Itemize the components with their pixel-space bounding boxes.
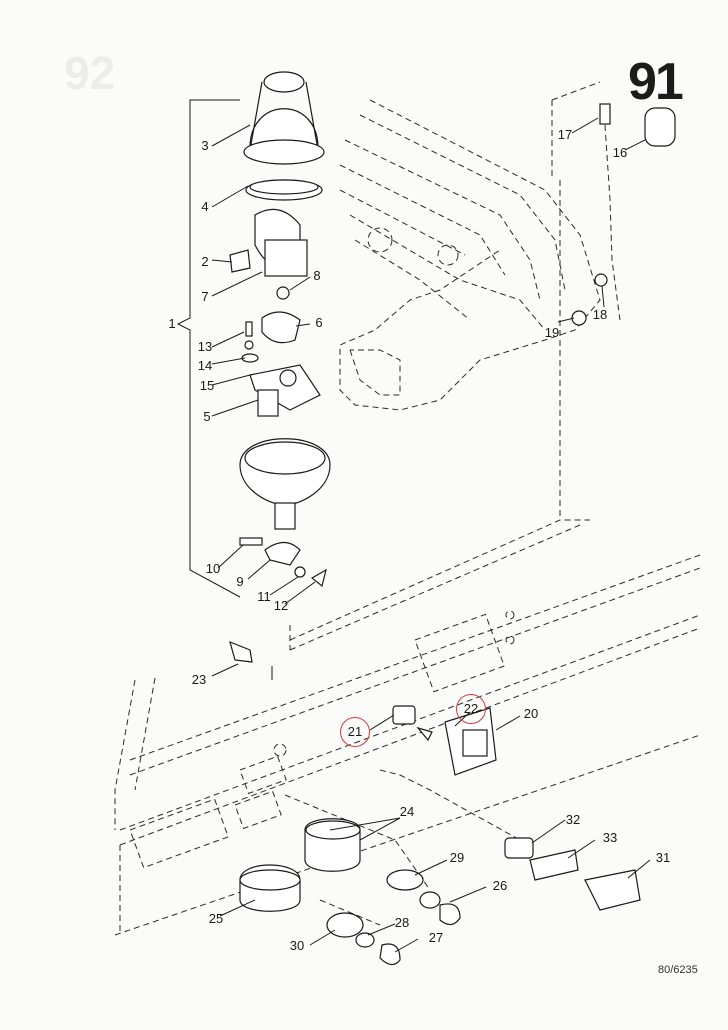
callout-label-circled: 21 (340, 717, 370, 747)
vehicle-body-outline (289, 81, 601, 651)
callout-label: 17 (557, 127, 573, 142)
callout-label: 18 (592, 307, 608, 322)
ghost-page-number: 92 (64, 47, 116, 99)
callout-label: 9 (236, 574, 244, 589)
lamp-dome-rim (243, 139, 325, 165)
callout-label: 24 (399, 804, 415, 819)
callout-label-circled: 22 (456, 694, 486, 724)
dashboard-components (229, 640, 641, 966)
callout-label: 29 (449, 850, 465, 865)
callout-label: 1 (168, 316, 176, 331)
callout-label: 15 (199, 378, 215, 393)
callout-label: 16 (612, 145, 628, 160)
motor-bracket (249, 364, 321, 411)
bulb-holder (229, 249, 251, 273)
gasket (261, 311, 301, 344)
wing-nut (310, 568, 327, 588)
callout-label: 6 (315, 315, 323, 330)
dashboard-panel-outline (114, 554, 701, 936)
callout-label: 26 (492, 878, 508, 893)
beacon-lamp-assembly (229, 71, 331, 588)
callout-label: 30 (289, 938, 305, 953)
callout-label: 20 (523, 706, 539, 721)
callout-label: 7 (201, 289, 209, 304)
callout-label: 2 (201, 254, 209, 269)
drawing-code: 80/6235 (658, 964, 698, 976)
callout-label: 14 (197, 358, 213, 373)
callout-label: 23 (191, 672, 207, 687)
washer-components (571, 103, 676, 326)
callout-label: 8 (313, 268, 321, 283)
callout-label: 3 (201, 138, 209, 153)
callout-label: 11 (257, 589, 271, 604)
callout-label: 27 (428, 930, 444, 945)
callout-label: 33 (602, 830, 618, 845)
callout-label: 12 (273, 598, 289, 613)
callout-label: 19 (544, 325, 560, 340)
callout-label: 5 (203, 409, 211, 424)
leader-lines (211, 117, 651, 953)
mounting-clamp (264, 541, 301, 566)
callout-label: 13 (197, 339, 213, 354)
callout-label: 4 (201, 199, 209, 214)
callout-label: 32 (565, 812, 581, 827)
page-number: 91 (628, 53, 684, 111)
callout-label: 25 (208, 911, 224, 926)
callout-label: 31 (655, 850, 671, 865)
callout-label: 10 (205, 561, 221, 576)
callout-label: 28 (394, 915, 410, 930)
group-bracket-1 (176, 99, 241, 598)
